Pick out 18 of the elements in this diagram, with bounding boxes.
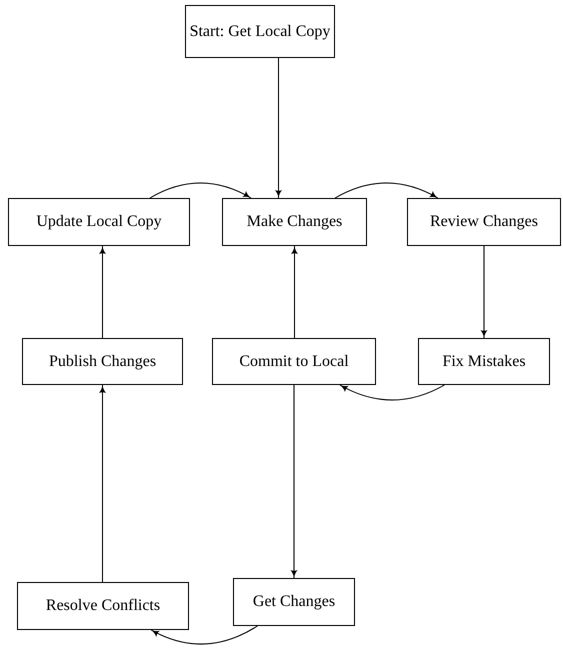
box-label: Review Changes <box>430 213 538 231</box>
process-box <box>17 582 189 630</box>
process-box <box>8 198 190 246</box>
box-label: Update Local Copy <box>36 213 162 231</box>
box-label: Resolve Conflicts <box>46 597 160 615</box>
process-box <box>233 578 355 626</box>
process-box <box>407 198 561 246</box>
process-box <box>185 5 335 58</box>
box-label: Publish Changes <box>48 352 156 370</box>
box-label: Fix Mistakes <box>442 352 526 370</box>
process-box <box>222 198 367 246</box>
box-label: Make Changes <box>246 213 342 231</box>
box-label: Commit to Local <box>239 352 349 370</box>
process-box <box>22 338 183 385</box>
process-box <box>212 338 376 385</box>
process-box <box>418 338 550 385</box>
box-label: Get Changes <box>252 593 336 611</box>
box-label: Start: Get Local Copy <box>190 22 330 40</box>
